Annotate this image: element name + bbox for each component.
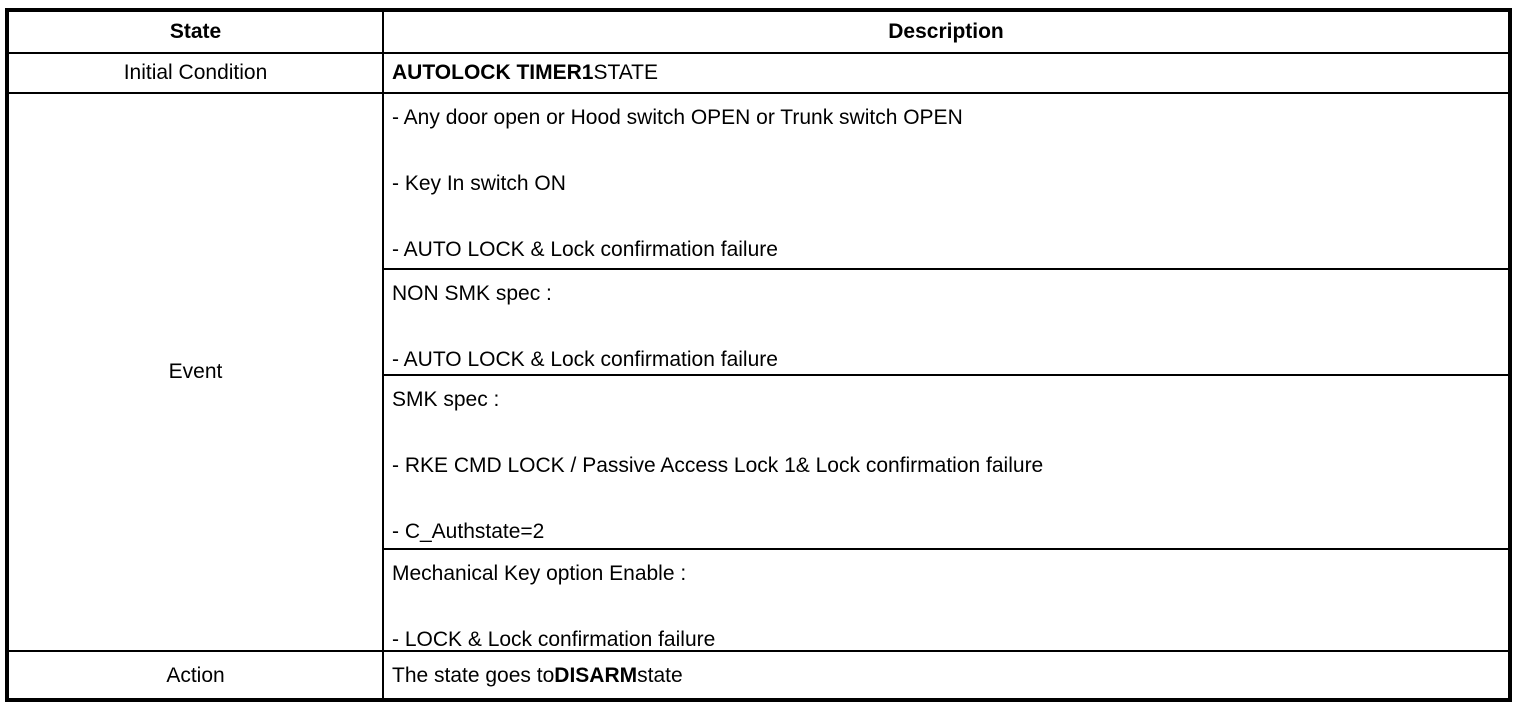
initial-condition-state-suffix: STATE xyxy=(593,61,659,84)
event-group-non-smk: NON SMK spec : - AUTO LOCK & Lock confir… xyxy=(384,270,1508,376)
state-description-table: State Description Initial Condition AUTO… xyxy=(5,8,1512,702)
header-description-label: Description xyxy=(888,20,1004,43)
header-state-label: State xyxy=(169,20,222,43)
event-group-general: - Any door open or Hood switch OPEN or T… xyxy=(384,94,1508,270)
event-line: - Any door open or Hood switch OPEN or T… xyxy=(392,106,963,129)
initial-condition-label: Initial Condition xyxy=(123,61,268,84)
event-line: - LOCK & Lock confirmation failure xyxy=(392,628,716,650)
event-line: - AUTO LOCK & Lock confirmation failure xyxy=(392,238,778,261)
event-group-smk: SMK spec : - RKE CMD LOCK / Passive Acce… xyxy=(384,376,1508,550)
event-line: - AUTO LOCK & Lock confirmation failure xyxy=(392,348,778,371)
header-cell-state: State xyxy=(9,12,384,52)
event-line: SMK spec : xyxy=(392,388,500,411)
event-line: - RKE CMD LOCK / Passive Access Lock 1& … xyxy=(392,454,1044,477)
table-header-row: State Description xyxy=(9,12,1508,54)
initial-condition-state-name: AUTOLOCK TIMER1 xyxy=(392,61,594,84)
event-line: - C_Authstate=2 xyxy=(392,520,545,543)
event-description-cell: - Any door open or Hood switch OPEN or T… xyxy=(384,94,1508,650)
header-cell-description: Description xyxy=(384,12,1508,52)
action-state-name: DISARM xyxy=(554,664,638,687)
action-text-prefix: The state goes to xyxy=(392,664,555,687)
action-label-cell: Action xyxy=(9,652,384,700)
event-group-mechanical-key: Mechanical Key option Enable : - LOCK & … xyxy=(384,550,1508,650)
event-label: Event xyxy=(168,360,223,383)
event-line: NON SMK spec : xyxy=(392,282,552,305)
initial-condition-label-cell: Initial Condition xyxy=(9,54,384,92)
action-label: Action xyxy=(166,664,225,687)
event-label-cell: Event xyxy=(9,94,384,650)
row-event: Event - Any door open or Hood switch OPE… xyxy=(9,94,1508,652)
action-text-suffix: state xyxy=(637,664,683,687)
event-line: - Key In switch ON xyxy=(392,172,566,195)
event-line: Mechanical Key option Enable : xyxy=(392,562,687,585)
